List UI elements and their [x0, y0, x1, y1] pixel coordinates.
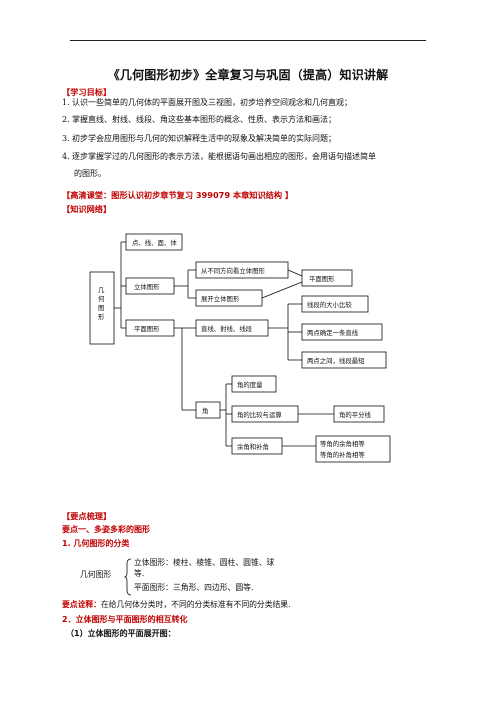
- brace-icon: [124, 558, 132, 596]
- label-angle-bisector: 角的平分线: [339, 410, 372, 419]
- label-line-child-2: 两点之间，线段最短: [307, 356, 365, 365]
- root-char-3: 图: [98, 304, 104, 312]
- note-label: 要点诠释：: [62, 600, 101, 609]
- label-solid-child-1: 展开立体图形: [201, 294, 240, 303]
- goal-item-1: 1.认识一些简单的几何体的平面展开图及三视图，初步培养空间观念和几何直观；: [62, 96, 432, 110]
- goals-header: 【学习目标】: [62, 87, 112, 97]
- root-char-1: 几: [98, 286, 105, 294]
- point1-heading: 要点一、多姿多彩的图形: [62, 525, 150, 534]
- goal-text: 逐步掌握学过的几何图形的表示方法，能根据语句画出相应的图形，会用语句描述简单: [72, 152, 376, 161]
- classify-plane: 平面图形：三角形、四边形、圆等.: [134, 583, 254, 592]
- label-complement-2: 等角的补角相等: [320, 450, 365, 459]
- header-rule: [70, 40, 426, 41]
- network-header: 【知识网络】: [62, 204, 112, 214]
- goal-item-2: 2.掌握直线、射线、线段、角这些基本图形的概念、性质、表示方法和画法；: [62, 113, 432, 127]
- box-angle-bisector: [333, 405, 385, 423]
- goal-text: 认识一些简单的几何体的平面展开图及三视图，初步培养空间观念和几何直观；: [72, 98, 352, 107]
- goal-item-3: 3.初步学会应用图形与几何的知识解释生活中的现象及解决简单的实际问题；: [62, 132, 432, 146]
- root-box: [89, 271, 115, 345]
- label-complement-1: 等角的余角相等: [320, 439, 365, 448]
- sub2-heading: 2．立体图形与平面图形的相互转化: [62, 615, 188, 624]
- label-level1-2: 平面图形: [134, 325, 160, 333]
- label-level1-1: 立体图形: [134, 282, 160, 291]
- sub3-heading: （1）立体图形的平面展开图：: [66, 629, 176, 638]
- note-text: 在给几何体分类时，不同的分类标准有不同的分类结果.: [100, 600, 291, 609]
- label-level1-0: 点、线、面、体: [132, 238, 177, 247]
- box-point-line-surface-body: [125, 233, 183, 251]
- goal-text: 初步学会应用图形与几何的知识解释生活中的现象及解决简单的实际问题；: [72, 134, 336, 143]
- box-two-points-line: [301, 323, 383, 341]
- goal-num: 1.: [62, 98, 70, 107]
- video-header: 【高清课堂：图形认识初步章节复习 399079 本章知识结构 】: [62, 190, 294, 200]
- label-angle-child-2: 余角和补角: [237, 442, 269, 451]
- goal-num: 2.: [62, 115, 70, 124]
- key-header: 【要点梳理】: [62, 511, 112, 521]
- label-plane-child-1: 角: [202, 406, 208, 415]
- page-title: 《几何图形初步》全章复习与巩固（提高）知识讲解: [107, 68, 389, 82]
- classify-root: 几何图形: [80, 570, 112, 579]
- goal-text: 掌握直线、射线、线段、角这些基本图形的概念、性质、表示方法和画法；: [72, 115, 336, 124]
- knowledge-network-diagram: 几 何 图 形 点、线、面、体 立体图形 平面图形 从不同方向看立体图形 展开立…: [89, 233, 391, 463]
- box-plane-figure-2: [301, 269, 353, 287]
- root-char-4: 形: [98, 313, 105, 321]
- label-line-child-0: 线段的大小比较: [307, 300, 352, 309]
- classify-solid: 立体图形：棱柱、棱锥、圆柱、圆锥、球等.: [134, 558, 275, 578]
- classification-tree: 几何图形 立体图形：棱柱、棱锥、圆柱、圆锥、球等. 平面图形：三角形、四边形、圆…: [80, 556, 280, 600]
- label-plane-figure-box: 平面图形: [309, 275, 335, 283]
- goal-item-4-cont: 的图形。: [74, 169, 106, 178]
- label-line-child-1: 两点确定一条直线: [307, 328, 359, 337]
- goal-item-4: 4.逐步掌握学过的几何图形的表示方法，能根据语句画出相应的图形，会用语句描述简单: [62, 150, 432, 164]
- box-segment-compare: [301, 295, 369, 313]
- label-solid-child-0: 从不同方向看立体图形: [201, 266, 266, 275]
- box-shortest-segment: [301, 351, 387, 369]
- box-angle-measure: [231, 375, 277, 393]
- label-angle-child-0: 角的度量: [237, 380, 263, 389]
- note-line: 要点诠释：在给几何体分类时，不同的分类标准有不同的分类结果.: [62, 599, 291, 610]
- goal-num: 3.: [62, 134, 70, 143]
- box-equal-angle-results: [315, 435, 391, 463]
- root-char-2: 何: [98, 294, 105, 303]
- label-angle-child-1: 角的比较与运算: [237, 410, 282, 419]
- sub1-heading: 1. 几何图形的分类: [62, 539, 130, 548]
- goal-num: 4.: [62, 152, 70, 161]
- label-plane-child-0: 直线、射线、线段: [201, 324, 253, 333]
